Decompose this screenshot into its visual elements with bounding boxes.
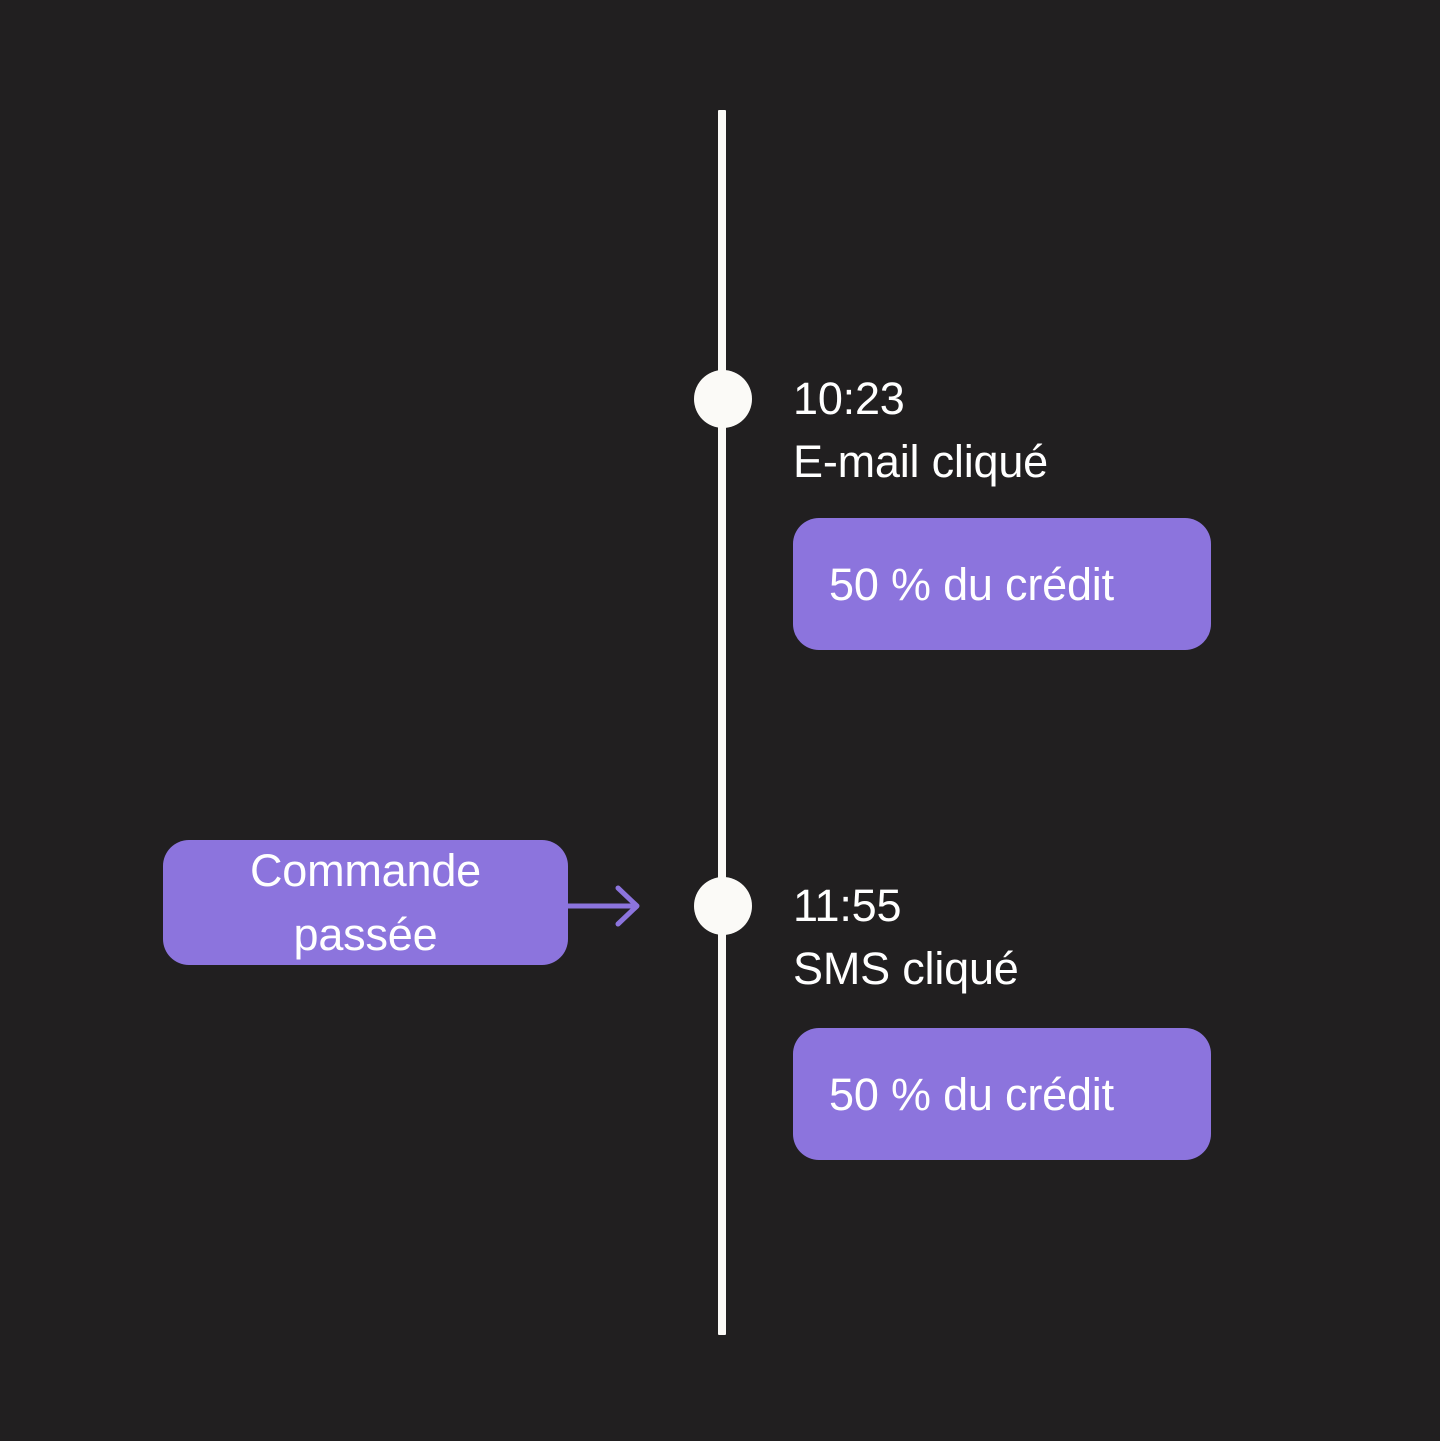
event-time: 11:55 [793,880,902,931]
event-label: SMS cliqué [793,943,1019,994]
timeline-event-1: 10:23 E-mail cliqué [793,368,1353,494]
order-placed-label-line2: passée [293,908,438,960]
order-placed-label-line1: Commande [249,844,481,896]
credit-badge[interactable]: 50 % du crédit [793,518,1211,650]
event-time: 10:23 [793,373,905,424]
credit-badge-label: 50 % du crédit [829,1068,1114,1120]
credit-badge[interactable]: 50 % du crédit [793,1028,1211,1160]
arrow-right-icon [563,885,640,927]
timeline-dot-icon [694,370,752,428]
event-label: E-mail cliqué [793,436,1048,487]
order-placed-box[interactable]: Commande passée [163,840,568,965]
credit-badge-label: 50 % du crédit [829,558,1114,610]
timeline-event-2: 11:55 SMS cliqué [793,875,1353,1001]
timeline-axis [718,110,726,1335]
timeline-dot-icon [694,877,752,935]
